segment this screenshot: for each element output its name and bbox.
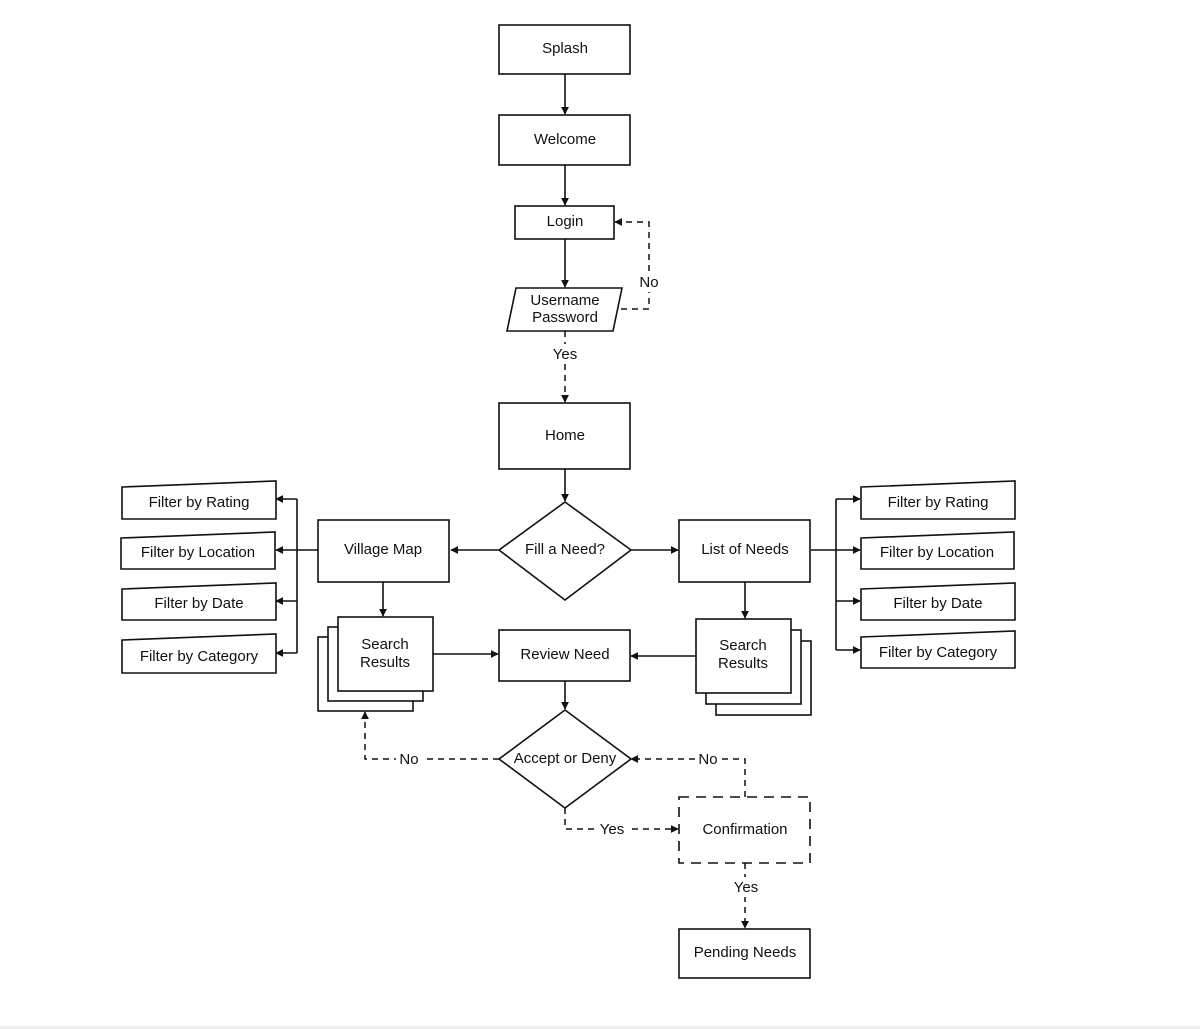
node-confirmation: Confirmation bbox=[678, 796, 811, 864]
node-fill-need-label: Fill a Need? bbox=[525, 541, 605, 558]
node-search-results-right: Search Results bbox=[695, 618, 812, 716]
node-list-of-needs: List of Needs bbox=[678, 519, 811, 583]
right-filter-category-label: Filter by Category bbox=[879, 644, 998, 661]
node-login-label: Login bbox=[547, 213, 584, 230]
label-accept-yes: Yes bbox=[600, 821, 624, 838]
node-review-need: Review Need bbox=[498, 629, 631, 682]
label-deny-no-right: No bbox=[698, 751, 717, 768]
right-filter-rating-label: Filter by Rating bbox=[888, 494, 989, 511]
node-credentials-line2: Password bbox=[532, 309, 598, 326]
node-splash-label: Splash bbox=[542, 40, 588, 57]
node-search-right-line1: Search bbox=[719, 637, 767, 654]
node-pending-needs-label: Pending Needs bbox=[694, 944, 797, 961]
node-pending-needs: Pending Needs bbox=[678, 928, 811, 979]
node-credentials-line1: Username bbox=[530, 292, 599, 309]
label-confirm-yes: Yes bbox=[734, 879, 758, 896]
node-list-of-needs-label: List of Needs bbox=[701, 541, 789, 558]
bottom-divider bbox=[0, 1026, 1200, 1029]
edge-labels: No Yes No No Yes Yes bbox=[396, 272, 762, 897]
node-village-map-label: Village Map bbox=[344, 541, 422, 558]
node-confirmation-label: Confirmation bbox=[702, 821, 787, 838]
left-filter-date-label: Filter by Date bbox=[154, 595, 243, 612]
label-deny-no-left: No bbox=[399, 751, 418, 768]
right-filter-rating: Filter by Rating bbox=[860, 480, 1016, 520]
label-login-yes: Yes bbox=[553, 346, 577, 363]
right-filter-category: Filter by Category bbox=[860, 630, 1016, 669]
left-filter-date: Filter by Date bbox=[121, 582, 277, 621]
node-credentials-input: Username Password bbox=[506, 287, 623, 332]
left-filter-category-label: Filter by Category bbox=[140, 648, 259, 665]
node-accept-deny-decision: Accept or Deny bbox=[497, 709, 633, 809]
left-filter-location: Filter by Location bbox=[120, 531, 276, 570]
connectors bbox=[275, 74, 861, 929]
edge-credentials-login-no bbox=[614, 218, 650, 310]
right-filters: Filter by Rating Filter by Location Filt… bbox=[860, 480, 1016, 669]
node-search-left-line2: Results bbox=[360, 654, 410, 671]
node-search-right-line2: Results bbox=[718, 655, 768, 672]
node-review-need-label: Review Need bbox=[520, 646, 609, 663]
node-village-map: Village Map bbox=[317, 519, 450, 583]
right-filter-location: Filter by Location bbox=[860, 531, 1015, 570]
node-splash: Splash bbox=[498, 24, 631, 75]
node-fill-need-decision: Fill a Need? bbox=[497, 501, 633, 602]
node-login: Login bbox=[514, 205, 615, 240]
left-filter-category: Filter by Category bbox=[121, 633, 277, 674]
node-welcome: Welcome bbox=[498, 114, 631, 166]
label-login-no: No bbox=[639, 274, 658, 291]
right-filter-date-label: Filter by Date bbox=[893, 595, 982, 612]
node-home: Home bbox=[498, 402, 631, 470]
right-filter-location-label: Filter by Location bbox=[880, 544, 994, 561]
node-home-label: Home bbox=[545, 427, 585, 444]
node-welcome-label: Welcome bbox=[534, 131, 596, 148]
left-filter-rating: Filter by Rating bbox=[121, 480, 277, 520]
left-filter-rating-label: Filter by Rating bbox=[149, 494, 250, 511]
edge-confirm-decision-no bbox=[630, 755, 746, 797]
edge-deny-search-left-no bbox=[361, 711, 499, 760]
right-filter-date: Filter by Date bbox=[860, 582, 1016, 621]
node-accept-deny-label: Accept or Deny bbox=[514, 750, 617, 767]
left-filters: Filter by Rating Filter by Location Filt… bbox=[120, 480, 277, 674]
node-search-results-left: Search Results bbox=[317, 616, 434, 712]
node-search-left-line1: Search bbox=[361, 636, 409, 653]
left-filter-location-label: Filter by Location bbox=[141, 544, 255, 561]
